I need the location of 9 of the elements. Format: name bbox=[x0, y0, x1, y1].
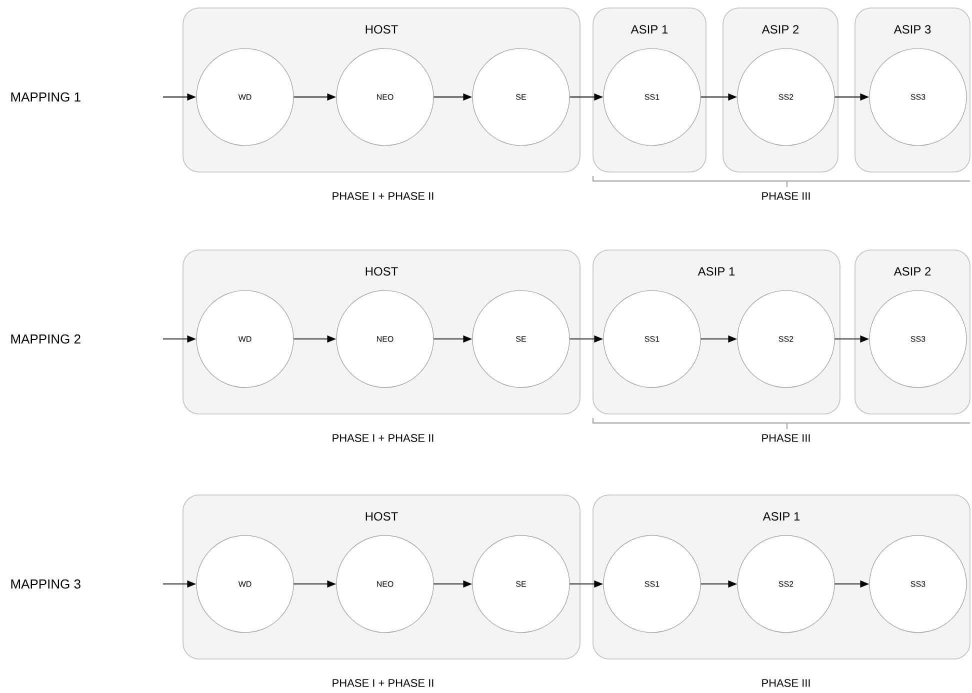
phase-label: PHASE III bbox=[762, 434, 810, 442]
phase-label: PHASE III bbox=[762, 192, 810, 200]
row-label: MAPPING 3 bbox=[11, 579, 80, 589]
phase-label: PHASE III bbox=[762, 679, 810, 687]
phase-label: PHASE I + PHASE II bbox=[332, 434, 434, 442]
row-label: MAPPING 2 bbox=[11, 334, 80, 344]
phase-label: PHASE I + PHASE II bbox=[332, 679, 434, 687]
phase-label: PHASE I + PHASE II bbox=[332, 192, 434, 200]
row-label: MAPPING 1 bbox=[11, 92, 80, 102]
